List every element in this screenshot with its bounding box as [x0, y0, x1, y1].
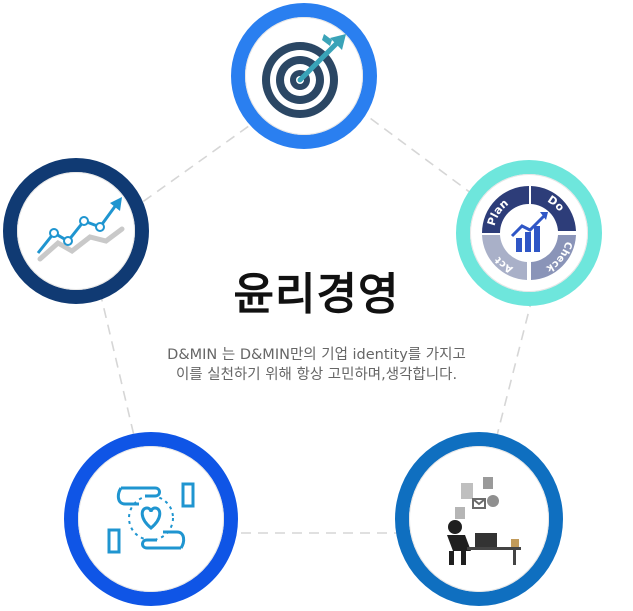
node-care: [64, 432, 238, 606]
pdca-cycle-icon: Plan Do Check Act: [482, 186, 576, 280]
node-target: [231, 3, 377, 149]
node-work: [395, 432, 563, 606]
growth-chart-icon: [36, 197, 125, 262]
node-target-inner: [245, 17, 363, 135]
node-growth-inner: [17, 172, 135, 290]
node-work-inner: [409, 446, 549, 592]
node-care-inner: [78, 446, 224, 592]
person-working-icon: [447, 477, 521, 565]
description-line-1: D&MIN 는 D&MIN만의 기업 identity를 가지고: [167, 347, 466, 363]
target-icon: [262, 34, 346, 118]
description-line-2: 이를 실천하기 위해 항상 고민하며,생각합니다.: [175, 367, 458, 383]
node-pdca-inner: Plan Do Check Act: [470, 174, 588, 292]
section-description: D&MIN 는 D&MIN만의 기업 identity를 가지고 이를 실천하기…: [0, 345, 633, 385]
hands-heart-icon: [107, 482, 195, 554]
section-title: 윤리경영: [233, 269, 400, 320]
